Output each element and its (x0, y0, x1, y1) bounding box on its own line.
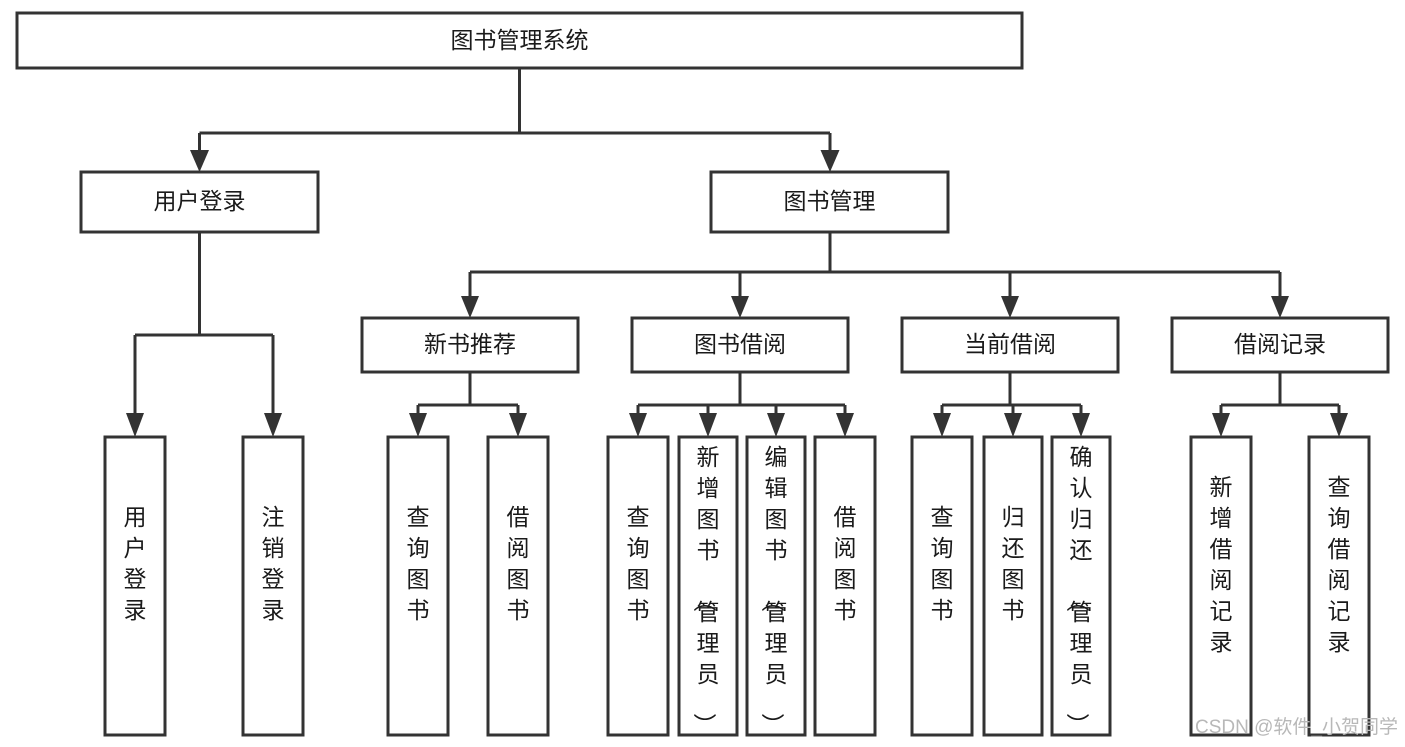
node-root-label: 图书管理系统 (451, 27, 589, 53)
node-leaf-query-book-current-box[interactable] (910, 435, 974, 737)
node-book-management[interactable]: 图书管理 (709, 170, 950, 234)
arrowhead-new-book-recommend (461, 296, 479, 318)
node-leaf-return-book-label: 归还图书 (1002, 504, 1025, 623)
arrowhead-leaf-confirm-return (1072, 413, 1090, 437)
connector-group-borrow-record (1212, 372, 1348, 437)
node-current-borrow-box[interactable] (900, 316, 1120, 374)
node-borrow-record[interactable]: 借阅记录 (1170, 316, 1390, 374)
node-leaf-borrow-book-rec-box[interactable] (486, 435, 550, 737)
arrowhead-book-management (820, 150, 840, 172)
node-user-login[interactable]: 用户登录 (79, 170, 320, 234)
node-leaf-edit-book[interactable]: 编辑图书（管理员） (745, 435, 807, 737)
node-leaf-edit-book-label: 编辑图书（管理员） (760, 444, 788, 736)
arrowhead-leaf-query-book-borrow (629, 413, 647, 437)
arrowhead-leaf-logout (264, 413, 282, 437)
node-leaf-add-book[interactable]: 新增图书（管理员） (677, 435, 739, 737)
connector-group-user-login (126, 232, 282, 437)
node-leaf-query-borrow-record[interactable]: 查询借阅记录 (1307, 435, 1371, 737)
arrowhead-leaf-query-borrow-record (1330, 413, 1348, 437)
node-leaf-query-book-borrow[interactable]: 查询图书 (606, 435, 670, 737)
node-user-login-label: 用户登录 (154, 188, 246, 214)
node-leaf-borrow-book-label: 借阅图书 (834, 504, 857, 623)
node-current-borrow-label: 当前借阅 (964, 331, 1056, 357)
node-leaf-confirm-return[interactable]: 确认归还（管理员） (1050, 435, 1112, 737)
node-root[interactable]: 图书管理系统 (15, 11, 1024, 70)
node-leaf-query-book-borrow-label: 查询图书 (627, 504, 650, 623)
connector-group-current-borrow (933, 372, 1090, 437)
arrowhead-leaf-user-login (126, 413, 144, 437)
node-leaf-user-login-label: 用户登录 (124, 504, 147, 623)
node-leaf-return-book-box[interactable] (982, 435, 1044, 737)
node-leaf-borrow-book-rec-label: 借阅图书 (507, 504, 530, 623)
arrowhead-leaf-add-book (699, 413, 717, 437)
node-leaf-confirm-return-label: 确认归还（管理员） (1065, 444, 1093, 736)
node-new-book-recommend-label: 新书推荐 (424, 331, 516, 357)
connector-group-new-book-recommend (409, 372, 527, 437)
node-leaf-borrow-book[interactable]: 借阅图书 (813, 435, 877, 737)
node-book-borrow-box[interactable] (630, 316, 850, 374)
node-leaf-user-login[interactable]: 用户登录 (103, 435, 167, 737)
node-leaf-add-book-label: 新增图书（管理员） (692, 444, 720, 736)
node-leaf-query-book-current-label: 查询图书 (931, 504, 954, 623)
leaf-nodes-group: 用户登录 注销登录 查询图书 借阅图书 查询图书 新增图书（管理员） 编辑图书（… (103, 435, 1371, 737)
node-leaf-query-book-borrow-box[interactable] (606, 435, 670, 737)
node-book-borrow[interactable]: 图书借阅 (630, 316, 850, 374)
arrowhead-leaf-query-book-current (933, 413, 951, 437)
node-leaf-add-book-box[interactable] (677, 435, 739, 737)
node-leaf-user-login-box[interactable] (103, 435, 167, 737)
node-leaf-logout-box[interactable] (241, 435, 305, 737)
arrowhead-borrow-record (1271, 296, 1289, 318)
node-leaf-logout-label: 注销登录 (262, 504, 285, 623)
node-leaf-add-borrow-record-box[interactable] (1189, 435, 1253, 737)
node-book-management-label: 图书管理 (784, 188, 876, 214)
arrowhead-leaf-query-book-rec (409, 413, 427, 437)
node-book-borrow-label: 图书借阅 (694, 331, 786, 357)
node-leaf-edit-book-box[interactable] (745, 435, 807, 737)
connector-group-book-borrow (629, 372, 854, 437)
node-leaf-confirm-return-box[interactable] (1050, 435, 1112, 737)
arrowhead-leaf-borrow-book (836, 413, 854, 437)
node-current-borrow[interactable]: 当前借阅 (900, 316, 1120, 374)
node-new-book-recommend[interactable]: 新书推荐 (360, 316, 580, 374)
node-root-box[interactable] (15, 11, 1024, 70)
arrowhead-leaf-add-borrow-record (1212, 413, 1230, 437)
node-borrow-record-label: 借阅记录 (1234, 331, 1326, 357)
arrowhead-leaf-return-book (1004, 413, 1022, 437)
node-leaf-logout[interactable]: 注销登录 (241, 435, 305, 737)
arrowhead-book-borrow (731, 296, 749, 318)
node-leaf-query-book-rec-box[interactable] (386, 435, 450, 737)
connector-group-root (190, 68, 840, 172)
node-leaf-query-borrow-record-label: 查询借阅记录 (1328, 474, 1351, 655)
arrowhead-leaf-edit-book (767, 413, 785, 437)
node-new-book-recommend-box[interactable] (360, 316, 580, 374)
arrowhead-leaf-borrow-book-rec (509, 413, 527, 437)
node-borrow-record-box[interactable] (1170, 316, 1390, 374)
csdn-watermark: CSDN @软件_小贺同学 (1195, 716, 1398, 738)
node-leaf-query-book-rec-label: 查询图书 (407, 504, 430, 623)
arrowhead-user-login (190, 150, 209, 172)
node-leaf-query-book-current[interactable]: 查询图书 (910, 435, 974, 737)
node-leaf-query-borrow-record-box[interactable] (1307, 435, 1371, 737)
node-leaf-borrow-book-rec[interactable]: 借阅图书 (486, 435, 550, 737)
node-book-management-box[interactable] (709, 170, 950, 234)
node-leaf-return-book[interactable]: 归还图书 (982, 435, 1044, 737)
node-leaf-add-borrow-record-label: 新增借阅记录 (1210, 474, 1233, 655)
node-leaf-query-book-rec[interactable]: 查询图书 (386, 435, 450, 737)
node-user-login-box[interactable] (79, 170, 320, 234)
node-leaf-add-borrow-record[interactable]: 新增借阅记录 (1189, 435, 1253, 737)
node-leaf-borrow-book-box[interactable] (813, 435, 877, 737)
connector-group-book-management (461, 232, 1289, 318)
arrowhead-current-borrow (1001, 296, 1019, 318)
